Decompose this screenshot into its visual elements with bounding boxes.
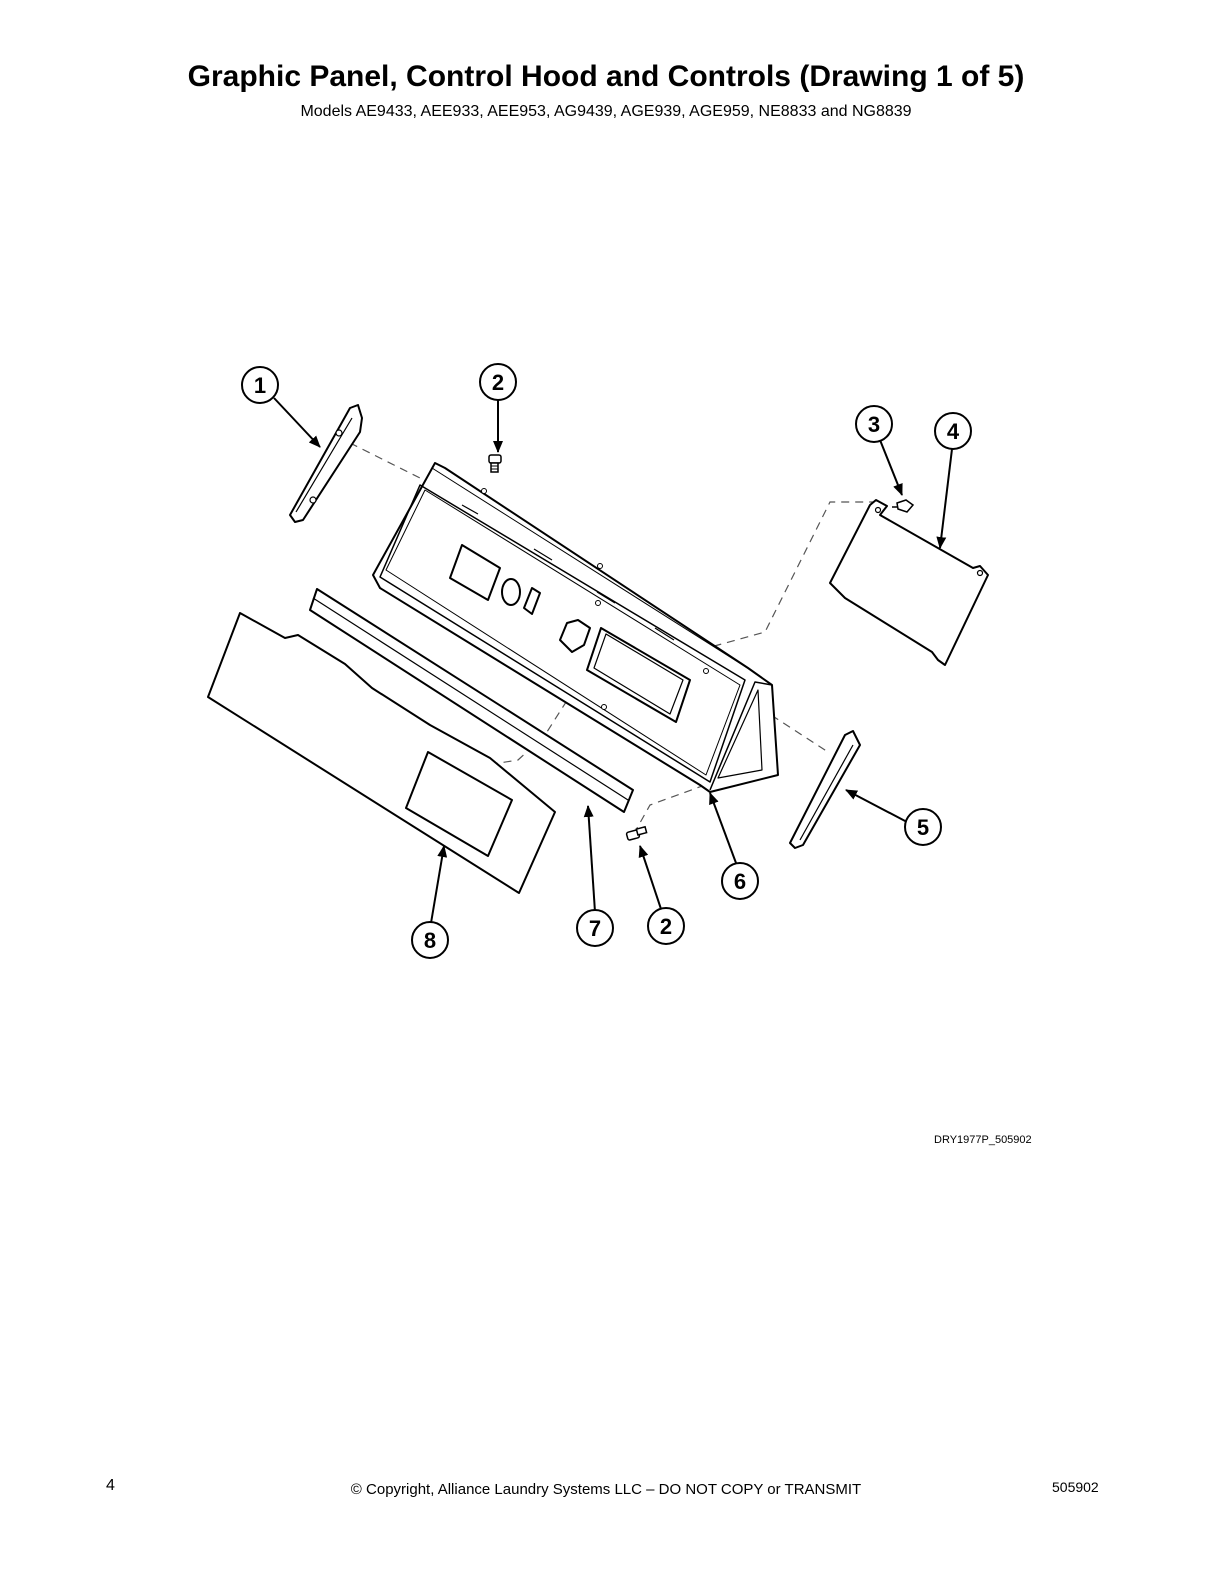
- callout-2-bottom: 2: [647, 907, 685, 945]
- trim-strip-part: [309, 588, 634, 813]
- board-screw-part: [892, 499, 915, 513]
- callout-8: 8: [411, 921, 449, 959]
- left-end-cap-part: [289, 404, 363, 523]
- svg-text:2: 2: [660, 914, 672, 939]
- callout-1: 1: [241, 366, 279, 404]
- copyright-notice: © Copyright, Alliance Laundry Systems LL…: [350, 1481, 862, 1498]
- svg-text:1: 1: [254, 373, 266, 398]
- callout-3: 3: [855, 405, 893, 443]
- callout-4: 4: [934, 412, 972, 450]
- models-subtitle: Models AE9433, AEE933, AEE953, AG9439, A…: [300, 103, 912, 120]
- control-hood-part: [372, 462, 779, 793]
- callout-5: 5: [904, 808, 942, 846]
- top-screw-part: [488, 454, 502, 473]
- callout-7: 7: [576, 909, 614, 947]
- drawing-id: DRY1977P_505902: [934, 1134, 1032, 1146]
- svg-text:5: 5: [917, 815, 929, 840]
- leader-arrows: [273, 397, 953, 924]
- control-board-part: [829, 499, 989, 666]
- svg-text:3: 3: [868, 412, 880, 437]
- callout-6: 6: [721, 862, 759, 900]
- svg-text:4: 4: [947, 419, 960, 444]
- callout-2-top: 2: [479, 363, 517, 401]
- page-title: Graphic Panel, Control Hood and Controls…: [187, 60, 1025, 93]
- svg-text:7: 7: [589, 916, 601, 941]
- right-end-cap-part: [789, 730, 861, 849]
- document-number: 505902: [1052, 1479, 1099, 1495]
- svg-text:6: 6: [734, 869, 746, 894]
- graphic-panel-part: [207, 612, 556, 894]
- bottom-screw-part: [625, 825, 648, 841]
- page-number: 4: [106, 1477, 115, 1494]
- svg-text:8: 8: [424, 928, 436, 953]
- svg-text:2: 2: [492, 370, 504, 395]
